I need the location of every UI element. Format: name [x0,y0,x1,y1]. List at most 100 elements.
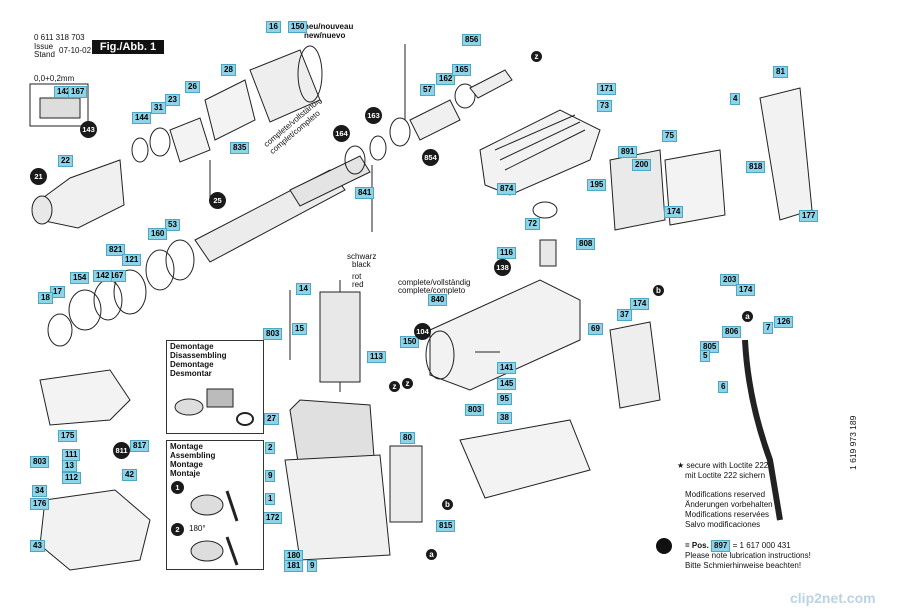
part-label-77: 815 [436,520,456,532]
rot-label: rot [352,272,362,281]
part-label-55: 141 [497,362,517,374]
circle-label-5: 25 [209,192,226,209]
part-label-31: 160 [148,228,168,240]
demontage-line-2: Disassembling [170,351,227,360]
circle-label-1: 21 [30,168,47,185]
part-label-10: 26 [185,81,200,93]
demontage-line-1: Demontage [170,342,214,351]
letter-label-0: z [531,51,542,62]
montage-line-1: Montage [170,442,203,451]
montage-illustration [190,490,239,566]
part-label-67: 13 [62,460,77,472]
part-label-58: 69 [588,323,603,335]
part-label-44: 37 [617,309,632,321]
demontage-line-4: Desmontar [170,369,212,378]
circle-label-4: 854 [422,149,439,166]
part-label-47: 15 [292,323,307,335]
black-label: black [352,260,371,269]
doc-number: 1 619 973 189 [848,415,858,470]
pos-line: = Pos. 897 = 1 617 000 431 [685,540,791,552]
part-label-73: 80 [400,432,415,444]
red-label: red [352,280,364,289]
part-label-38: 17 [50,286,65,298]
montage-line-3: Montage [170,460,203,469]
part-label-52: 7 [763,322,774,334]
letter-label-3: a [742,311,753,322]
modifications-line-3: Modifications reservées [685,510,770,519]
part-label-57: 95 [497,393,512,405]
part-label-66: 803 [30,456,50,468]
neu-label: neu/nouveau [304,22,354,31]
part-label-68: 2 [265,442,276,454]
pos-prefix: = Pos. [685,541,709,550]
part-label-39: 18 [38,292,53,304]
part-label-74: 176 [30,498,50,510]
pos-number: 897 [711,540,731,552]
part-label-80: 181 [284,560,304,572]
part-label-81: 9 [307,560,318,572]
part-label-75: 1 [265,493,276,505]
part-label-78: 43 [30,540,45,552]
part-label-65: 817 [130,440,150,452]
part-label-40: 14 [296,283,311,295]
montage-panel: Montage Assembling Montage Montaje 1 2 1… [166,440,264,570]
figure-title: Fig./Abb. 1 [92,40,164,54]
complete-mid-1: complete/vollständig [398,278,471,287]
part-label-54: 5 [700,350,711,362]
circle-label-2: 164 [333,125,350,142]
loctite-line-2: mit Loctite 222 sichern [685,471,766,480]
letter-label-4: b [442,499,453,510]
part-label-4: 73 [597,100,612,112]
letter-label-1: z [402,378,413,389]
modifications-line-1: Modifications reserved [685,490,766,499]
part-label-62: 38 [497,412,512,424]
part-label-34: 121 [122,254,142,266]
circle-label-7: 104 [414,323,431,340]
part-label-27: 72 [525,218,540,230]
letter-label-5: a [426,549,437,560]
part-label-19: 200 [632,159,652,171]
star-icon: ★ [677,461,687,470]
part-label-60: 6 [718,381,729,393]
modifications-line-4: Salvo modificaciones [685,520,761,529]
montage-line-2: Assembling [170,451,216,460]
part-label-15: 162 [436,73,456,85]
part-label-22: 874 [497,183,517,195]
part-label-9: 28 [221,64,236,76]
angle-label: 180° [189,524,206,533]
part-label-1: 150 [288,21,308,33]
lubrication-line-2: Bitte Schmierhinweise beachten! [685,561,802,570]
part-label-3: 171 [597,83,617,95]
part-label-23: 22 [58,155,73,167]
part-label-25: 841 [355,187,375,199]
step-2-marker: 2 [171,523,184,536]
letter-label-6: z [389,381,400,392]
part-label-61: 27 [264,413,279,425]
lubrication-line-1: Please note lubrication instructions! [685,551,811,560]
part-label-51: 806 [722,326,742,338]
part-number: 0 611 318 703 [34,33,85,42]
part-label-30: 53 [165,219,180,231]
part-label-72: 34 [32,485,47,497]
lubrication-dot-icon [656,538,672,554]
circle-label-8: 811 [113,442,130,459]
circle-label-3: 163 [365,107,382,124]
part-label-14: 57 [420,84,435,96]
stand-label: Stand [34,50,55,59]
part-label-16: 165 [452,64,472,76]
part-label-46: 803 [263,328,283,340]
demontage-line-3: Demontage [170,360,214,369]
part-label-63: 175 [58,430,78,442]
part-label-13: 144 [132,112,152,124]
part-label-24: 835 [230,142,250,154]
circle-label-6: 138 [494,259,511,276]
part-label-49: 113 [367,351,386,363]
part-label-17: 75 [662,130,677,142]
part-label-42: 203 [720,274,740,286]
part-label-37: 142 [93,270,113,282]
inset-frame [29,83,89,127]
part-label-0: 16 [266,21,281,33]
letter-label-2: b [653,285,664,296]
part-label-12: 31 [151,102,166,114]
